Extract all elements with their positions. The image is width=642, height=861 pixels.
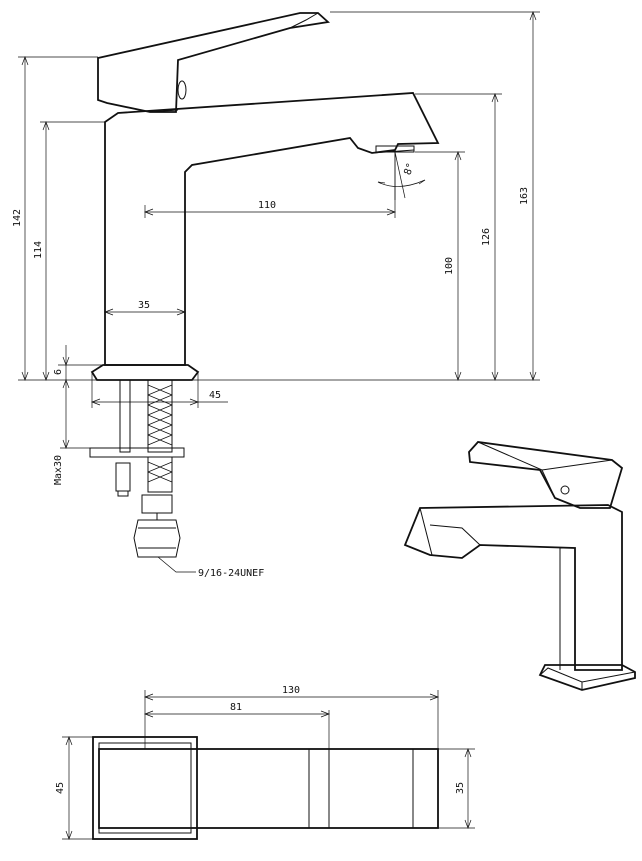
thread-spec-label: 9/16-24UNEF [198,568,264,579]
dim-label-163: 163 [519,187,530,205]
top-dimensions: 130 81 45 35 [55,685,475,840]
top-view [92,736,439,840]
dim-label-110: 110 [258,200,276,211]
side-dimensions: 163 126 100 142 114 6 Max30 [12,11,540,579]
dim-label-45-shank: 45 [209,390,221,401]
dim-label-130: 130 [282,685,300,696]
isometric-view [403,441,636,691]
dim-label-81: 81 [230,702,242,713]
dim-label-45-top: 45 [55,782,66,794]
faucet-body [104,92,440,366]
dim-label-35-top: 35 [455,782,466,794]
dim-label-angle: 8° [402,162,416,177]
dim-label-max30: Max30 [53,455,64,485]
dim-label-100: 100 [444,257,455,275]
dim-label-6: 6 [53,369,64,375]
mounting-hardware [89,379,196,573]
dim-label-142: 142 [12,209,23,227]
dim-label-126: 126 [481,228,492,246]
base-flange [90,364,200,381]
dim-label-114: 114 [33,241,44,259]
side-elevation-view [89,12,440,573]
dim-label-35-body: 35 [138,300,150,311]
lever-handle [97,12,331,113]
